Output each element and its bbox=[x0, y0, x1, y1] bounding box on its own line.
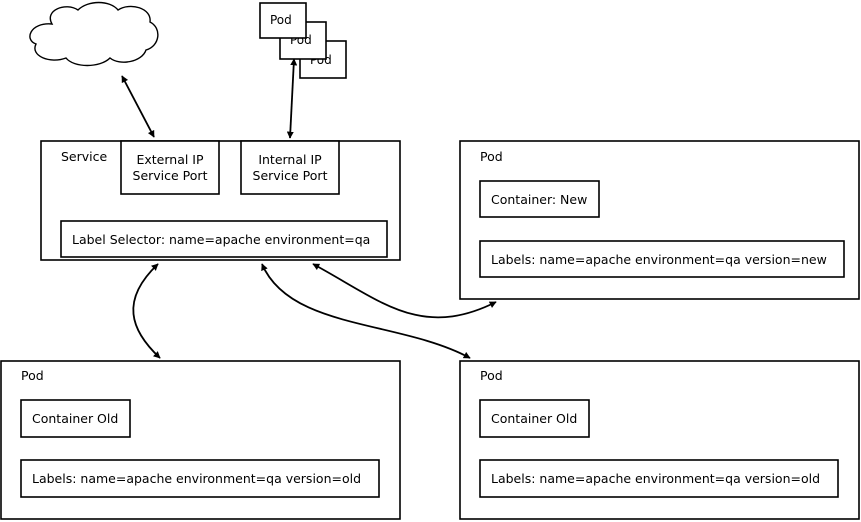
external-ip-box bbox=[120, 140, 220, 195]
pod-new-labels: Labels: name=apache environment=qa versi… bbox=[491, 252, 827, 267]
internal-port-label: Service Port bbox=[253, 168, 328, 183]
pod-new-container-label: Container: New bbox=[491, 192, 587, 207]
selector-to-pod-old-right-arrow bbox=[261, 263, 471, 359]
pod-old-left-container-label: Container Old bbox=[32, 411, 118, 426]
pod-old-left-labels: Labels: name=apache environment=qa versi… bbox=[32, 471, 361, 486]
pods-to-internal-arrow bbox=[286, 58, 298, 139]
cloud-to-external-arrow bbox=[121, 75, 155, 138]
pod-old-right-container-label: Container Old bbox=[491, 411, 577, 426]
selector-to-pod-old-left-arrow bbox=[132, 263, 161, 359]
pod-old-left-title: Pod bbox=[21, 368, 44, 383]
pod-old-right-title: Pod bbox=[480, 368, 503, 383]
pod-new-labels-box bbox=[479, 240, 845, 278]
service-box: Service External IP Service Port Interna… bbox=[40, 140, 401, 261]
selector-to-pod-new-arrow bbox=[312, 263, 497, 319]
pod-old-left: Pod Container Old Labels: name=apache en… bbox=[0, 360, 401, 520]
pod-new: Pod Container: New Labels: name=apache e… bbox=[459, 140, 860, 300]
pod-new-container bbox=[479, 180, 600, 218]
pod-old-left-labels-box bbox=[20, 459, 380, 498]
pod-old-right: Pod Container Old Labels: name=apache en… bbox=[459, 360, 860, 520]
external-port-label: Service Port bbox=[133, 168, 208, 183]
pod-old-right-labels: Labels: name=apache environment=qa versi… bbox=[491, 471, 820, 486]
pod-stack-front bbox=[259, 2, 307, 39]
pod-old-left-container bbox=[20, 399, 131, 438]
internal-ip-label: Internal IP bbox=[258, 152, 322, 167]
pod-new-title: Pod bbox=[480, 149, 503, 164]
label-selector-box bbox=[60, 220, 388, 258]
external-ip-label: External IP bbox=[136, 152, 204, 167]
pod-old-right-container bbox=[479, 399, 590, 438]
pod-stack: Pod Pod Pod bbox=[259, 2, 347, 79]
pod-old-right-labels-box bbox=[479, 459, 839, 498]
service-title: Service bbox=[61, 149, 108, 164]
pod-stack-front-label: Pod bbox=[270, 13, 292, 27]
cloud-icon bbox=[29, 1, 159, 67]
internal-ip-box bbox=[240, 140, 340, 195]
label-selector-text: Label Selector: name=apache environment=… bbox=[72, 232, 370, 247]
